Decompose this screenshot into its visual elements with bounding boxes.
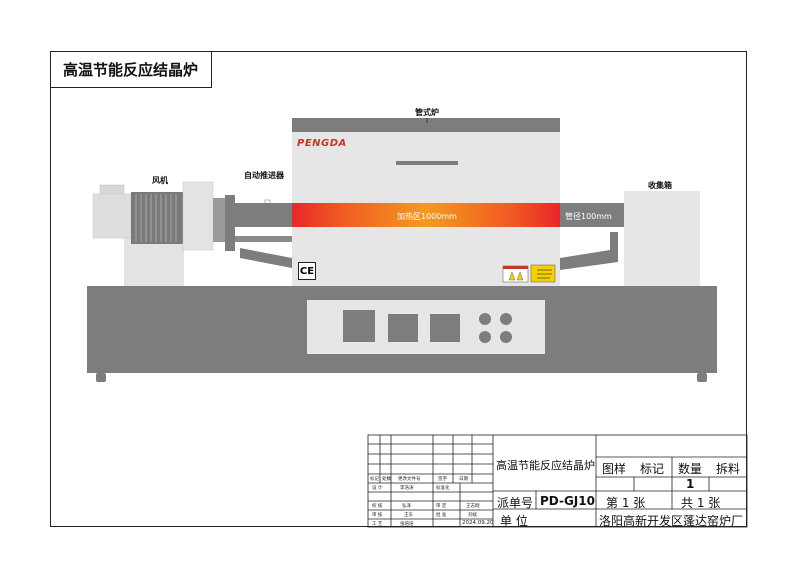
control-knob xyxy=(500,331,512,343)
control-panel xyxy=(307,300,545,354)
pusher-flange xyxy=(225,195,235,251)
left-bracket xyxy=(240,248,292,268)
tb-small-header: 签字 xyxy=(438,477,447,482)
tb-approval-name: 刘斌 xyxy=(468,513,477,518)
label-heating-zone: 加热区1000mm xyxy=(397,212,457,221)
foot-left xyxy=(96,373,106,382)
foot-right xyxy=(697,373,707,382)
collection-box xyxy=(624,191,700,287)
tb-sheet: 第 1 张 xyxy=(606,496,646,510)
process-tube-left xyxy=(235,203,292,227)
tb-small-header: 更改文件号 xyxy=(398,477,421,482)
control-knob xyxy=(479,331,491,343)
fan-top-cap xyxy=(99,184,125,196)
tb-small-header: 日期 xyxy=(459,477,468,482)
motor-fins xyxy=(135,194,177,242)
display-2 xyxy=(388,314,418,342)
tb-date: 2024.09.20 xyxy=(462,520,494,526)
tb-role: 校 核 xyxy=(372,504,383,509)
process-tube-right xyxy=(560,203,624,227)
display-1 xyxy=(343,310,375,342)
furnace-top-bar xyxy=(292,118,560,132)
ce-mark: CE xyxy=(298,262,316,280)
pusher-rod xyxy=(235,236,293,242)
tb-header-pattern: 图样 xyxy=(602,462,627,476)
right-bracket xyxy=(560,232,618,270)
fan-rear-cover xyxy=(92,193,132,239)
drawing-frame xyxy=(50,51,747,527)
drawing-title: 高温节能反应结晶炉 xyxy=(50,51,212,88)
label-collection-box: 收集箱 xyxy=(648,181,672,190)
tb-company: 洛阳高新开发区蓬达窑炉厂 xyxy=(599,514,744,528)
fan-motor xyxy=(131,192,183,244)
fan-housing xyxy=(182,181,214,251)
warning-labels xyxy=(502,264,556,283)
tb-approval-name: 王志刚 xyxy=(466,504,480,509)
tb-role: 工 艺 xyxy=(372,522,383,527)
tb-small-header: 处数 xyxy=(382,477,391,482)
fan-neck xyxy=(213,198,225,242)
tb-standardization: 标准化 xyxy=(436,486,450,491)
control-knob xyxy=(479,313,491,325)
furnace-vent-slot xyxy=(396,161,458,165)
label-auto-pusher: 自动推进器 xyxy=(244,171,284,180)
title-block-grid xyxy=(367,434,748,528)
tb-header-quantity: 数量 xyxy=(678,462,703,476)
tb-role-name: 王东 xyxy=(404,513,413,518)
tb-total: 共 1 张 xyxy=(681,496,721,510)
brand-logo: PENGDA xyxy=(297,138,347,149)
tb-header-material: 拆料 xyxy=(716,462,741,476)
tb-drawing-name: 高温节能反应结晶炉 xyxy=(496,459,595,472)
heating-zone xyxy=(292,203,560,227)
tb-approval: 批 准 xyxy=(436,513,447,518)
tb-role: 设 计 xyxy=(372,486,383,491)
tb-small-header: 标记 xyxy=(370,477,379,482)
label-tube-diameter: 管径100mm xyxy=(565,212,612,221)
tb-role-name: 张培培 xyxy=(400,522,414,527)
control-knob xyxy=(500,313,512,325)
tb-header-mark: 标记 xyxy=(640,462,665,476)
tb-role-name: 李浩涛 xyxy=(400,486,414,491)
tb-approval: 审 定 xyxy=(436,504,447,509)
label-tube-furnace: 管式炉 xyxy=(415,108,439,117)
display-3 xyxy=(430,314,460,342)
tb-unit-label: 单 位 xyxy=(500,514,528,528)
fan-support xyxy=(124,236,184,288)
tb-role: 审 核 xyxy=(372,513,383,518)
tb-order-label: 派单号 xyxy=(497,496,534,510)
tb-role-name: 弘泽 xyxy=(402,504,411,509)
label-fan: 风机 xyxy=(152,176,168,185)
tb-quantity-value: 1 xyxy=(686,477,695,491)
tb-order-number: PD-GJ10 xyxy=(540,494,595,508)
